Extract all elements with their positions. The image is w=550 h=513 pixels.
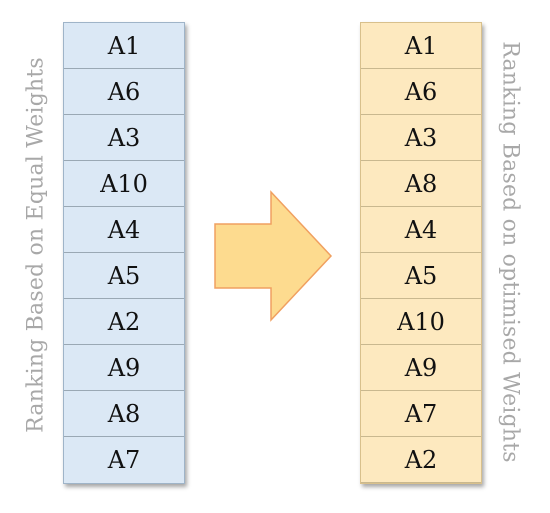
equal-weights-ranking-list: A1 A6 A3 A10 A4 A5 A2 A9 A8 A7 (63, 22, 185, 484)
equal-weights-axis-label: Ranking Based on Equal Weights (23, 57, 49, 433)
optimised-weights-axis-label: Ranking Based on optimised Weights (497, 41, 523, 463)
list-item: A5 (361, 253, 481, 299)
list-item: A10 (64, 161, 184, 207)
right-arrow-icon (214, 190, 333, 322)
list-item: A1 (361, 23, 481, 69)
list-item: A3 (361, 115, 481, 161)
list-item: A9 (361, 345, 481, 391)
list-item: A4 (64, 207, 184, 253)
list-item: A6 (361, 69, 481, 115)
list-item: A3 (64, 115, 184, 161)
list-item: A7 (107, 446, 141, 474)
list-item: A6 (64, 69, 184, 115)
list-item: A8 (64, 391, 184, 437)
list-item: A2 (361, 437, 481, 483)
list-item: A9 (64, 345, 184, 391)
list-item: A10 (361, 299, 481, 345)
optimised-weights-ranking-list: A1 A6 A3 A8 A4 A5 A10 A9 A7 A2 (360, 22, 482, 484)
list-item: A7 (361, 391, 481, 437)
list-item: A1 (64, 23, 184, 69)
list-item: A8 (361, 161, 481, 207)
list-item: A2 (64, 299, 184, 345)
list-item: A5 (64, 253, 184, 299)
list-item: A4 (361, 207, 481, 253)
